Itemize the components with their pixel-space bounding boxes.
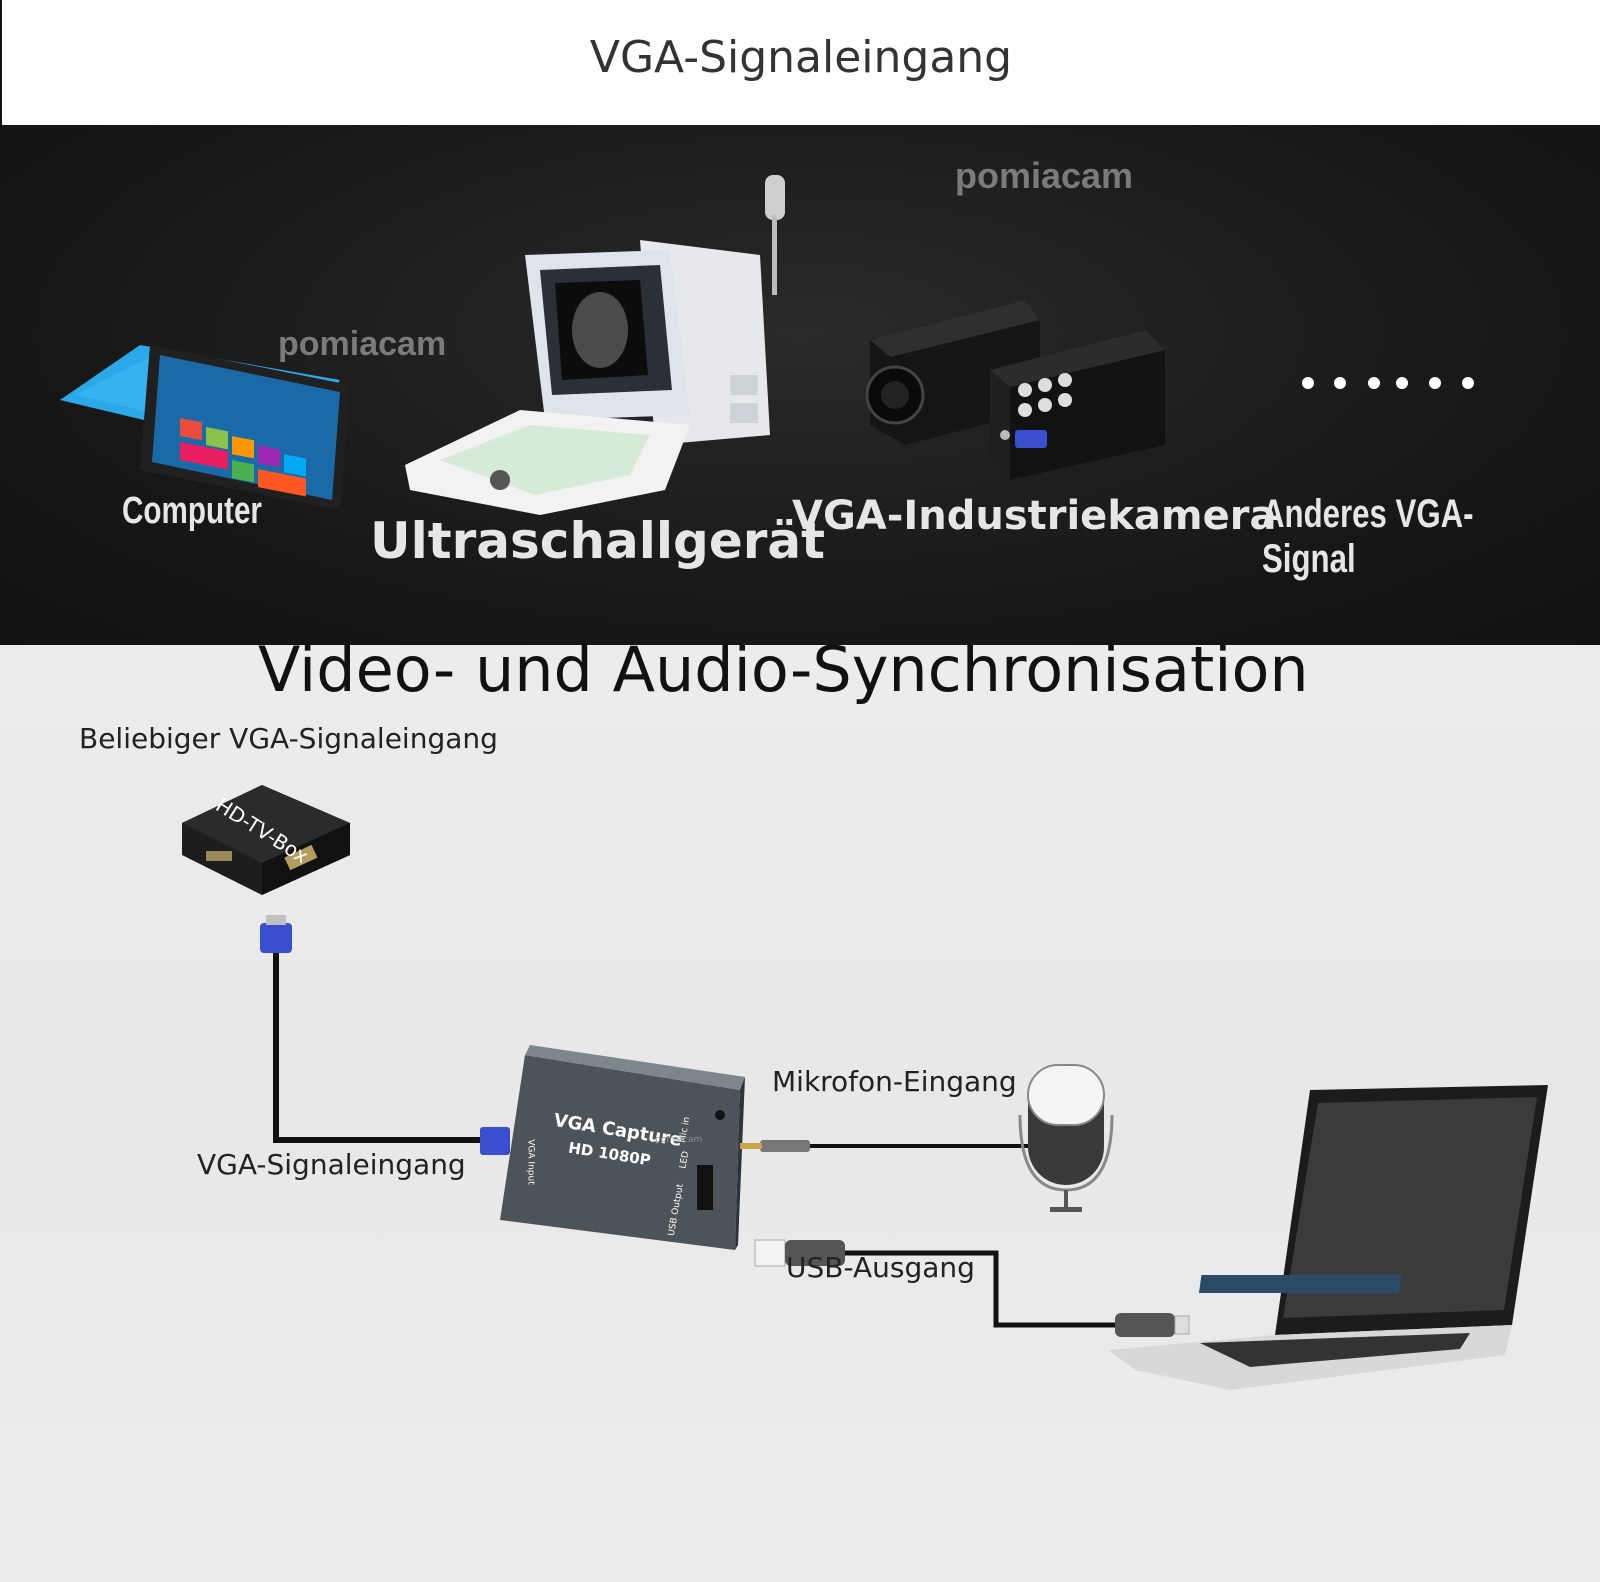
laptop-image [1108, 1085, 1548, 1390]
capture-watermark: pomiacam [655, 1135, 703, 1145]
mic-input-label: Mikrofon-Eingang [772, 1065, 1017, 1098]
capture-card-image [500, 1045, 745, 1250]
audio-jack-icon [740, 1140, 810, 1152]
vga-input-label: VGA-Signaleingang [197, 1148, 466, 1181]
more-dots-icon [1302, 377, 1474, 389]
connection-diagram [182, 785, 1548, 1390]
tv-box-image [182, 785, 350, 895]
page-title: VGA-Signaleingang [589, 32, 1013, 83]
tablet-computer-image [60, 345, 350, 510]
label-industrial-camera: VGA-Industriekamera [792, 493, 1277, 539]
usb-plug-laptop-icon [1115, 1313, 1190, 1337]
diagram-title: Video- und Audio-Synchronisation [258, 633, 1309, 706]
label-computer: Computer [122, 490, 262, 532]
label-other-vga: Anderes VGA-Signal [1262, 492, 1474, 581]
sync-diagram-panel: Video- und Audio-Synchronisation Beliebi… [0, 633, 1600, 1582]
ultrasound-machine-image [405, 175, 785, 515]
vga-plug-top-icon [260, 915, 292, 953]
usb-output-label: USB-Ausgang [786, 1251, 975, 1284]
vga-plug-side-icon [480, 1127, 510, 1155]
usb-plug-icon [754, 1239, 845, 1267]
top-banner: VGA-Signaleingang [0, 0, 1600, 125]
microphone-icon [1018, 1064, 1114, 1212]
source-label: Beliebiger VGA-Signaleingang [79, 722, 498, 755]
industrial-camera-image [865, 300, 1165, 480]
capture-port-vga-label: VGA Input [525, 1139, 536, 1185]
watermark-top: pomiacam [955, 155, 1134, 196]
label-ultrasound: Ultraschallgerät [370, 512, 826, 570]
devices-illustration [60, 175, 1474, 515]
devices-panel: pomiacam [0, 125, 1600, 645]
watermark-tablet: pomiacam [278, 325, 447, 363]
